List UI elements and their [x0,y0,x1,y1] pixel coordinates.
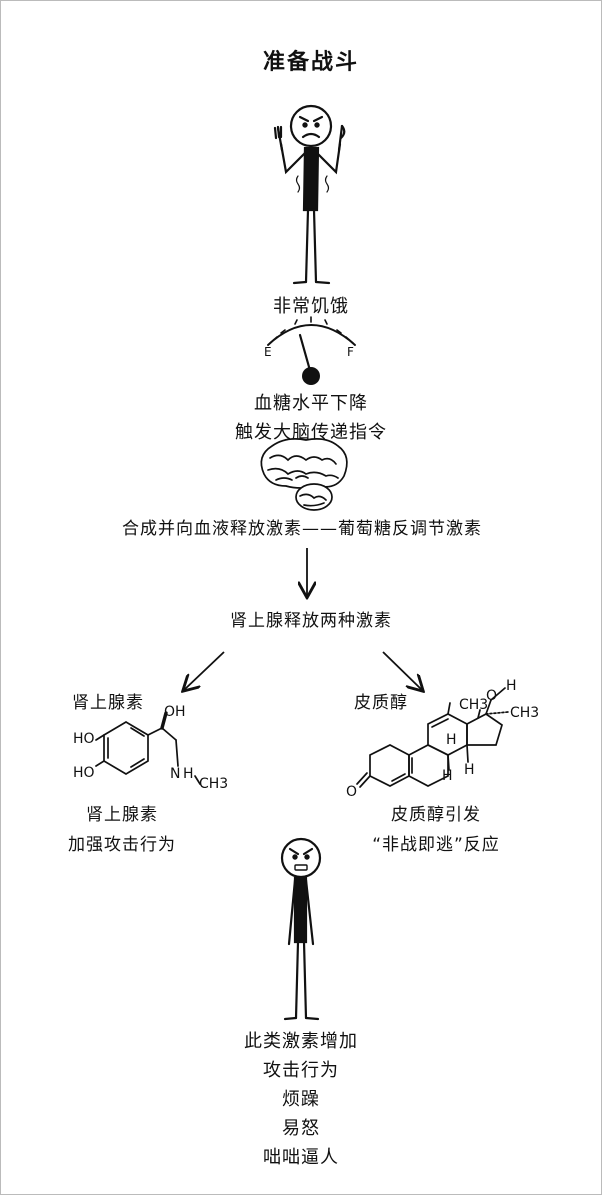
arrow-to-adrenaline [184,651,225,690]
adrenaline-ho-2: HO [73,765,95,781]
page-title: 准备战斗 [262,50,360,75]
adrenaline-effect-line-2: 加强攻击行为 [68,835,176,855]
adrenaline-molecule-icon [95,711,201,785]
gauge-empty-label: E [264,345,272,359]
brain-icon [260,438,348,511]
step-blood-sugar-line-1: 血糖水平下降 [254,393,368,414]
gauge-full-label: F [347,345,354,359]
adrenaline-ch3: CH3 [199,776,229,792]
cortisol-label: 皮质醇 [354,693,408,713]
step-adrenal: 肾上腺释放两种激素 [230,611,392,631]
arrow-to-cortisol [382,651,422,690]
cortisol-ch3-left: CH3 [459,697,489,713]
adrenaline-effect-line-1: 肾上腺素 [86,805,158,825]
angry-figure-icon [280,837,322,1021]
cortisol-o: O [486,688,498,704]
result-line-3: 烦躁 [282,1089,320,1110]
fuel-gauge-icon [267,316,356,385]
result-line-5: 咄咄逼人 [263,1147,339,1168]
step-blood-sugar-line-2: 触发大脑传递指令 [235,422,387,443]
cortisol-keto-o: O [346,784,358,800]
result-line-1: 此类激素增加 [244,1031,358,1052]
adrenaline-ho-1: HO [73,731,95,747]
cortisol-h-1: H [446,732,457,748]
adrenaline-n: N [170,766,181,782]
result-line-4: 易怒 [282,1118,320,1139]
adrenaline-nh-h: H [183,766,194,782]
adrenaline-label: 肾上腺素 [72,693,144,713]
hungry-figure-icon [273,104,346,285]
cortisol-effect-line-2: “非战即逃”反应 [372,835,500,855]
cortisol-h-3: H [464,762,475,778]
cortisol-molecule-icon [356,687,509,788]
cortisol-ch3-right: CH3 [510,705,540,721]
step-hungry: 非常饥饿 [273,296,349,317]
cortisol-h-2: H [442,768,453,784]
adrenaline-oh: OH [164,704,186,720]
result-line-2: 攻击行为 [263,1060,339,1081]
cortisol-effect-line-1: 皮质醇引发 [391,805,481,825]
step-glucagon: 合成并向血液释放激素——葡萄糖反调节激素 [122,519,482,539]
cortisol-oh-h: H [506,678,517,694]
